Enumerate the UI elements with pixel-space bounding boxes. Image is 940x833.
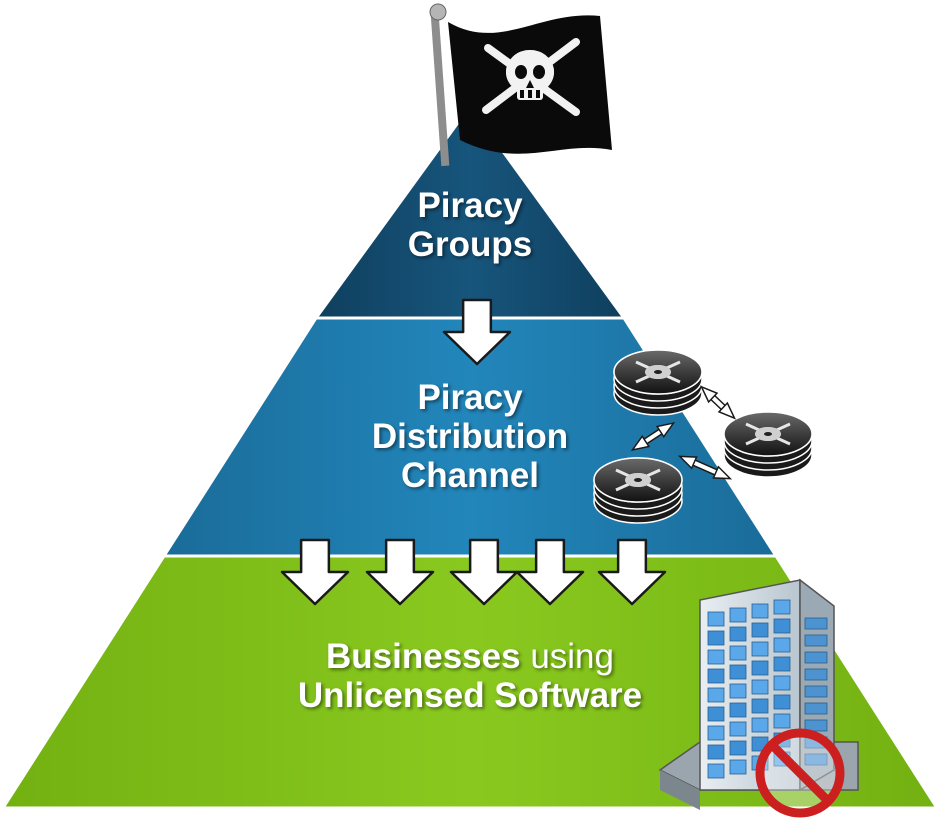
pirate-flag-icon xyxy=(429,3,612,167)
exchange-arrow-icon-2 xyxy=(630,421,676,452)
exchange-arrow-icon-1 xyxy=(699,385,737,420)
down-arrow-icon-5 xyxy=(515,538,585,606)
down-arrow-icon-1 xyxy=(442,298,512,366)
pirate-disc-stack-icon-1 xyxy=(613,349,703,416)
tier-label-piracy-groups: Piracy Groups xyxy=(407,186,533,265)
down-arrow-icon-4 xyxy=(449,538,519,606)
down-arrow-icon-6 xyxy=(597,538,667,606)
exchange-arrow-icon-3 xyxy=(677,455,733,480)
tier-label-distribution-channel: Piracy Distribution Channel xyxy=(371,378,569,496)
down-arrow-icon-2 xyxy=(280,538,350,606)
tier-label-businesses: Businesses using Unlicensed Software xyxy=(297,637,643,716)
pirate-disc-stack-icon-2 xyxy=(723,411,813,478)
pirate-disc-stack-icon-3 xyxy=(593,457,683,524)
down-arrow-icon-3 xyxy=(365,538,435,606)
pirate-disc-network xyxy=(593,349,813,524)
prohibited-sign-icon xyxy=(755,728,845,818)
down-arrow-group xyxy=(280,298,667,606)
